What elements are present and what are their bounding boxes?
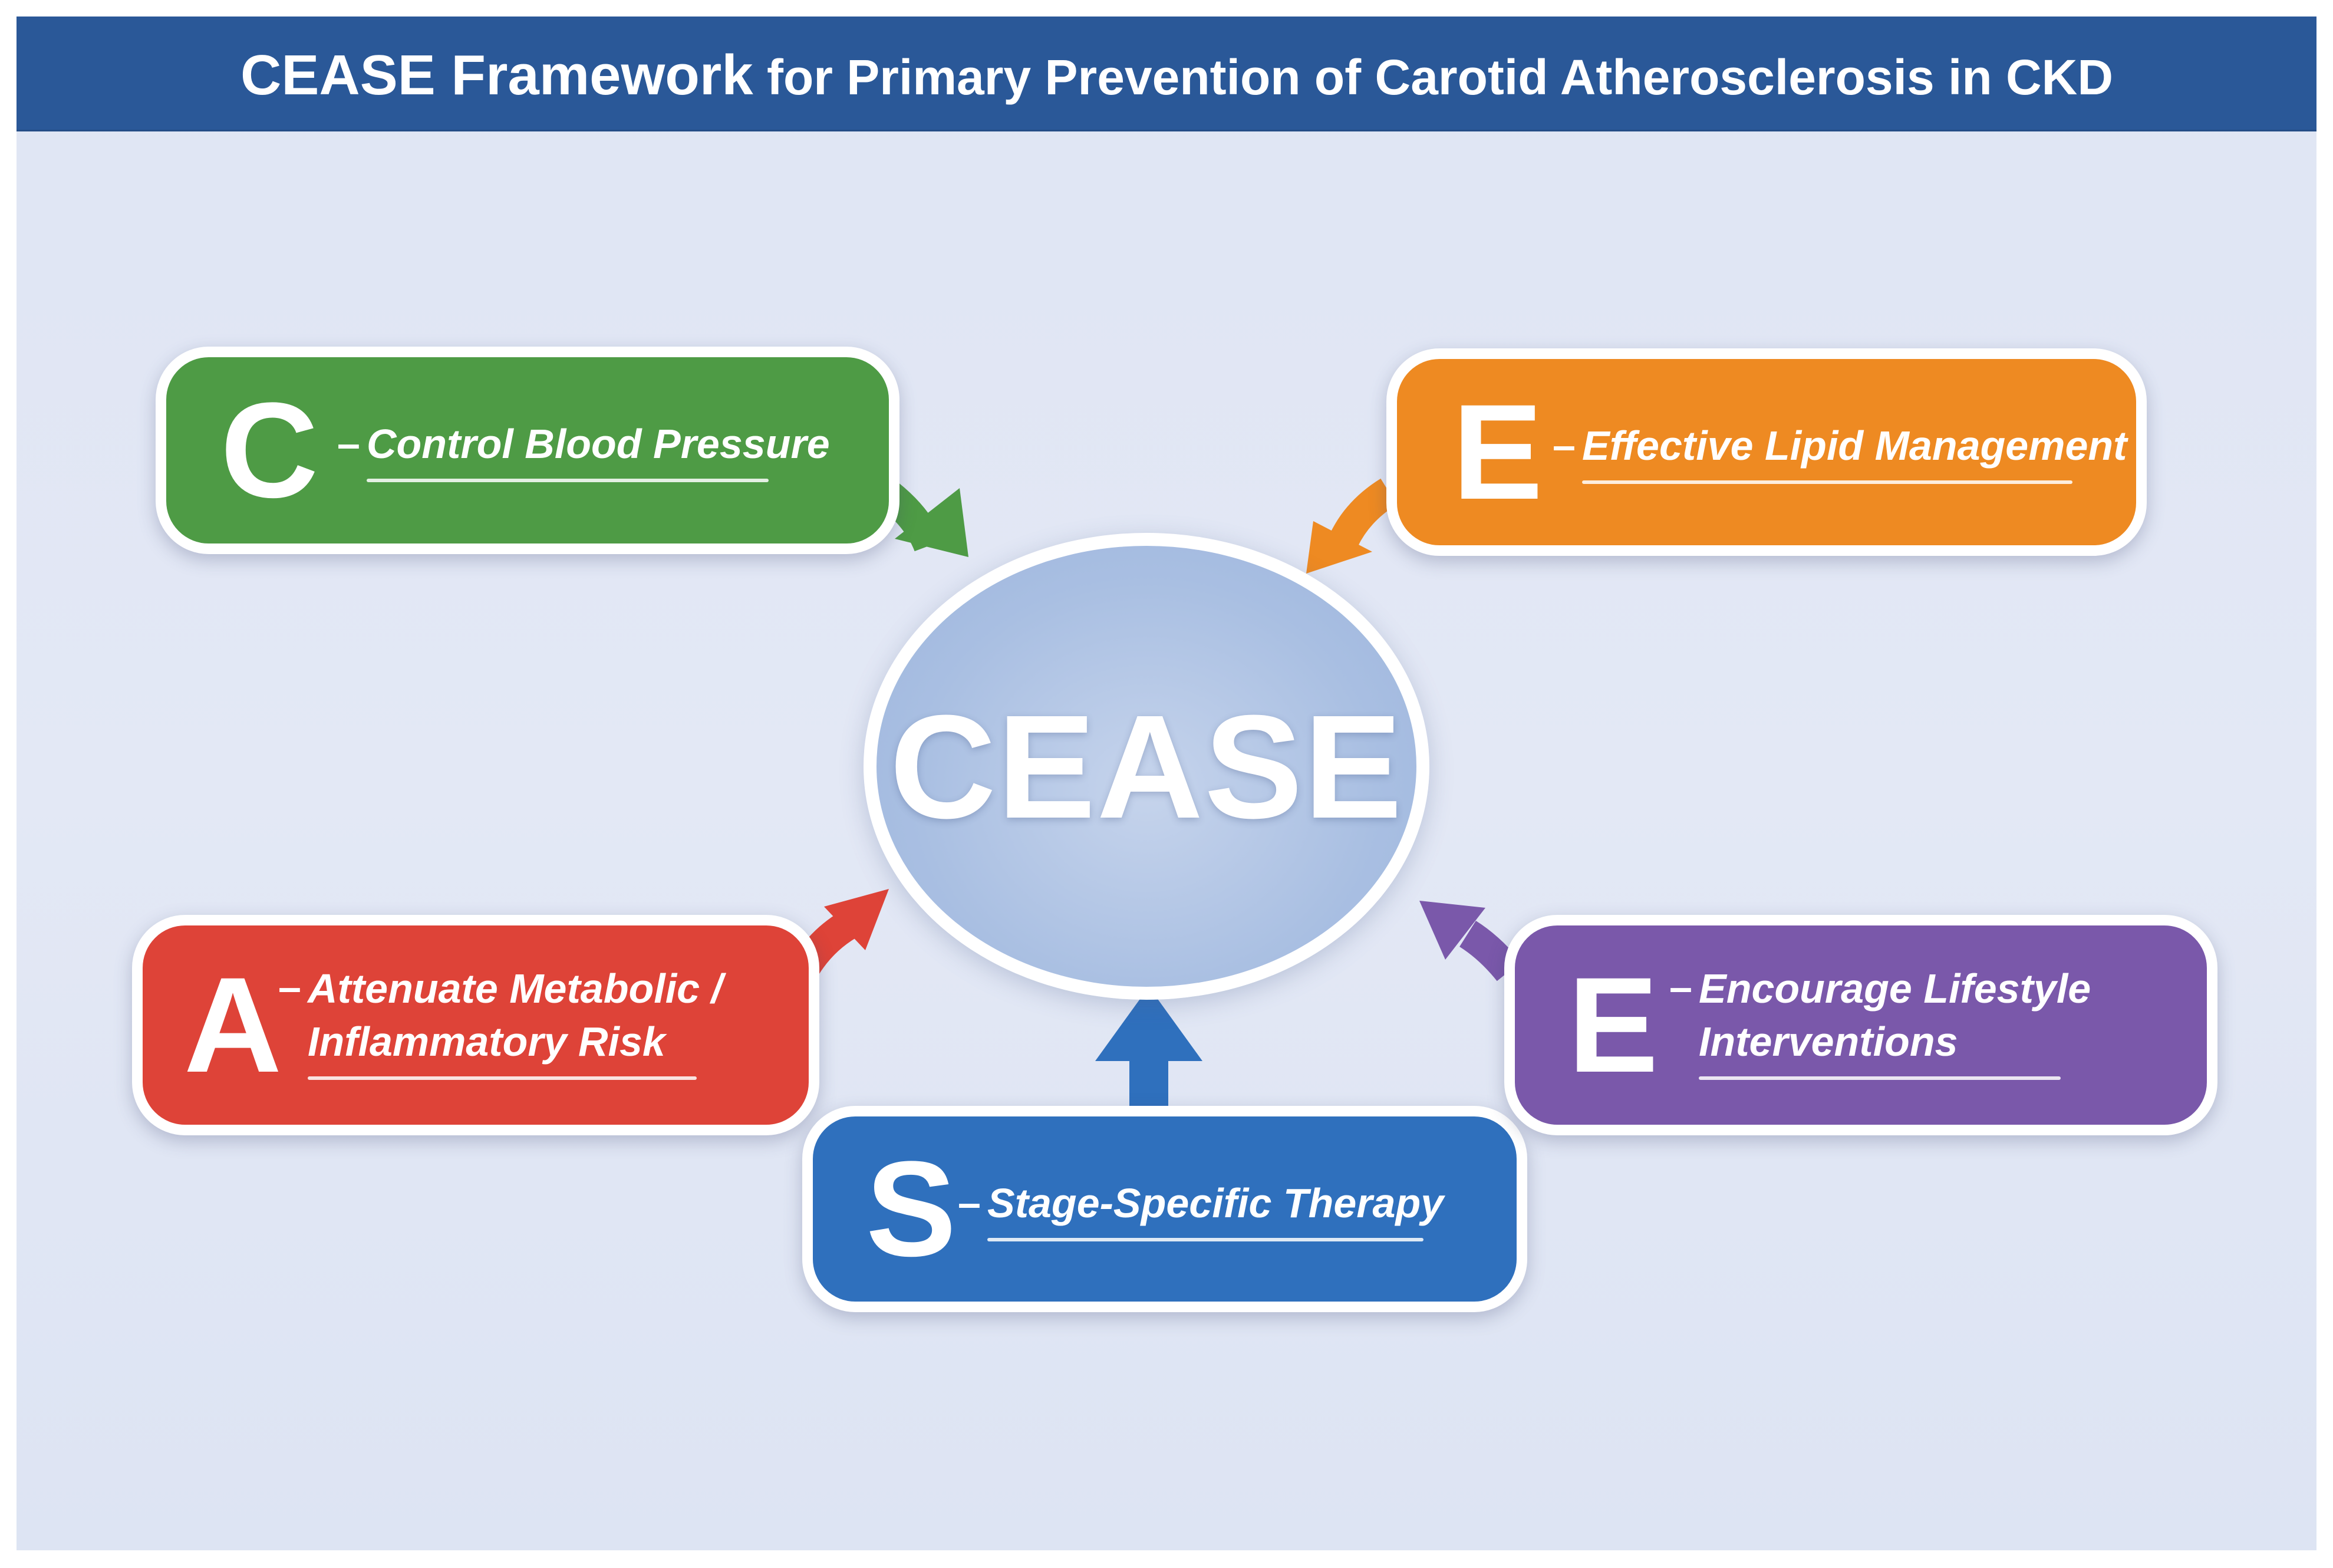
label-underline bbox=[1582, 480, 2072, 484]
component-card-stage-specific-therapy: S – Stage-Specific Therapy bbox=[802, 1106, 1527, 1312]
title-description: for Primary Prevention of Carotid Athero… bbox=[766, 50, 2114, 105]
component-dash: – bbox=[958, 1180, 981, 1226]
component-label-line-2: Interventions bbox=[1699, 1019, 1958, 1065]
component-letter: E bbox=[1452, 376, 1543, 528]
component-card-attenuate-metabolic-risk: A – Attenuate Metabolic / Inflammatory R… bbox=[132, 915, 819, 1135]
component-dash: – bbox=[1553, 422, 1576, 468]
label-underline bbox=[367, 479, 769, 482]
component-dash: – bbox=[278, 964, 301, 1010]
component-label: Effective Lipid Management bbox=[1582, 423, 2127, 469]
component-label: Control Blood Pressure bbox=[367, 421, 830, 467]
cease-hub: CEASE bbox=[864, 533, 1429, 1000]
component-letter: S bbox=[866, 1133, 957, 1284]
diagram-title: CEASE Framework for Primary Prevention o… bbox=[240, 44, 2114, 107]
component-letter: E bbox=[1568, 949, 1659, 1101]
component-label-line-1: Attenuate Metabolic / bbox=[308, 966, 723, 1012]
label-underline bbox=[1699, 1076, 2061, 1080]
component-label: Stage-Specific Therapy bbox=[987, 1180, 1444, 1226]
component-label-line-1: Encourage Lifestyle bbox=[1699, 966, 2091, 1012]
title-framework-name: CEASE Framework bbox=[240, 44, 753, 107]
component-label-line-2: Inflammatory Risk bbox=[308, 1019, 665, 1065]
component-letter: C bbox=[220, 374, 319, 526]
hub-label: CEASE bbox=[889, 684, 1403, 849]
arrow-e1-to-hub bbox=[1306, 478, 1398, 574]
label-underline bbox=[308, 1076, 697, 1080]
arrow-e2-to-hub bbox=[1419, 901, 1521, 981]
component-dash: – bbox=[1669, 964, 1692, 1010]
diagram-canvas: CEASE Framework for Primary Prevention o… bbox=[17, 17, 2316, 1550]
component-card-effective-lipid-management: E – Effective Lipid Management bbox=[1386, 348, 2147, 556]
title-banner: CEASE Framework for Primary Prevention o… bbox=[17, 17, 2316, 131]
component-letter: A bbox=[184, 949, 282, 1101]
label-underline bbox=[987, 1238, 1423, 1241]
component-card-encourage-lifestyle-interventions: E – Encourage Lifestyle Interventions bbox=[1504, 915, 2217, 1135]
component-dash: – bbox=[337, 420, 360, 466]
arrow-s-to-hub bbox=[1095, 987, 1202, 1114]
component-card-control-blood-pressure: C – Control Blood Pressure bbox=[156, 347, 899, 554]
